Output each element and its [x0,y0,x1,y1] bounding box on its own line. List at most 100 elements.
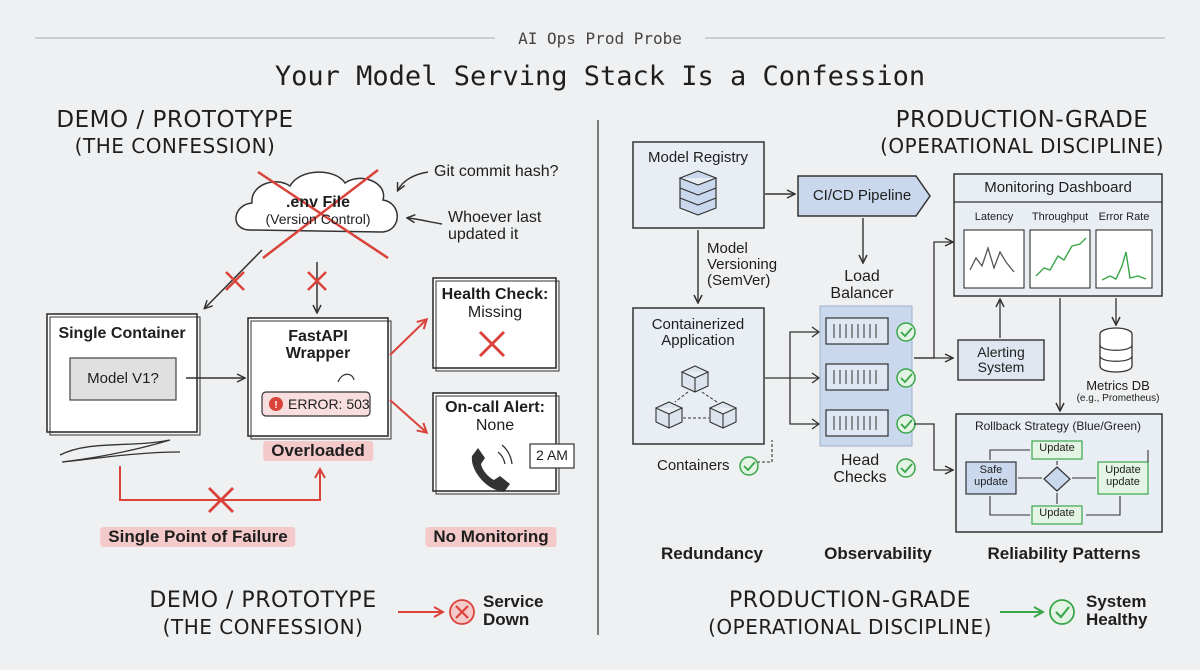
error-badge [261,391,371,417]
app-to-servers-arrows [765,331,818,425]
metric-error-rate: Error Rate [1098,211,1150,223]
scribble [59,439,181,463]
footer-left-sub: (THE CONFESSION) [162,615,364,639]
no-monitoring-label: No Monitoring [425,527,557,548]
containers-label: Containers [657,457,730,474]
footer-right-sub: (OPERATIONAL DISCIPLINE) [708,615,992,639]
metric-latency: Latency [974,211,1014,223]
health-cross [478,330,506,358]
metrics-db-label: Metrics DB [1086,378,1150,393]
right-subheading: (OPERATIONAL DISCIPLINE) [880,134,1164,158]
metrics-db-icon [1099,327,1133,373]
server-3 [825,409,889,437]
pillar-reliability: Reliability Patterns [987,544,1141,563]
phone-icon [471,448,510,492]
whoever-note: Whoever last updated it [448,209,542,244]
system-healthy-label: System Healthy [1086,592,1148,630]
spof-loop [119,466,320,501]
alerting-label: Alerting System [977,344,1025,376]
rb-safe: Safe update [974,464,1008,488]
rb-diamond [1043,466,1071,492]
svg-text:!: ! [274,400,277,411]
servers-to-rollback-arrow [914,423,952,470]
rb-update-right-box [1097,461,1149,495]
containers-dashed [757,440,773,463]
head-checks-label: Head Checks [833,452,887,487]
git-note: Git commit hash? [434,163,559,180]
left-heading: DEMO / PROTOTYPE [56,107,294,133]
pillar-redundancy: Redundancy [660,544,764,563]
head-check-icon [896,458,916,478]
rb-update-top-box [1031,440,1083,460]
footer-right-heading: PRODUCTION-GRADE [728,588,972,613]
oncall-title: On-call Alert: [445,399,545,416]
cross-x-2 [307,271,327,291]
server-checks [896,322,916,434]
rb-update-bottom-box [1031,505,1083,525]
health-check-box [432,277,557,369]
containerized-label: Containerized Application [651,316,745,350]
model-version-label: Model V1? [87,370,159,387]
fastapi-curl [337,373,355,383]
throughput-chart [1029,229,1091,289]
model-registry-label: Model Registry [647,149,749,166]
cube-left [654,401,684,429]
overloaded-label: Overloaded [263,441,373,462]
error-rate-line [1101,251,1147,281]
pillar-observability: Observability [824,544,932,563]
health-check-title: Health Check: [441,286,549,303]
rb-update-top: Update [1039,442,1075,454]
rb-safe-box [965,461,1017,495]
env-cross-2 [262,169,379,259]
service-down-label: Service Down [483,592,544,630]
rb-update-right: Update update [1105,464,1141,488]
cicd-label: CI/CD Pipeline [812,187,912,204]
right-heading: PRODUCTION-GRADE [895,107,1149,133]
git-note-arrow [398,171,429,190]
servers-to-monitoring-arrow [914,242,952,359]
latency-line [969,245,1015,273]
containers-check [739,456,759,476]
cicd-box [797,175,931,217]
oncall-value: None [475,417,515,434]
fastapi-label: FastAPI Wrapper [285,328,351,363]
server-1 [825,317,889,345]
footer-left-heading: DEMO / PROTOTYPE [149,588,377,613]
brand-label: AI Ops Prod Probe [518,29,682,48]
left-subheading: (THE CONFESSION) [74,134,276,158]
error-icon [269,397,283,411]
spof-cross [208,487,234,513]
rollback-title: Rollback Strategy (Blue/Green) [974,419,1142,433]
phone-waves [497,444,513,465]
metric-throughput: Throughput [1031,211,1089,223]
env-file-label: .env File [285,194,351,211]
model-versioning-label: Model Versioning (SemVer) [707,240,778,290]
rb-update-bottom: Update [1039,507,1075,519]
to-health-arrow [389,320,426,356]
latency-chart [963,229,1025,289]
metrics-db-sub: (e.g., Prometheus) [1076,393,1160,404]
cross-x-1 [225,271,245,291]
env-cross-1 [257,170,389,260]
error-label: ERROR: 503 [288,396,370,412]
throughput-line [1035,237,1087,277]
health-check-value: Missing [467,304,523,321]
whoever-note-arrow [408,218,443,225]
model-version-box [69,357,177,401]
registry-stack-icon [678,170,718,216]
cube-right [708,401,738,429]
alerting-box [957,339,1045,381]
server-2 [825,363,889,391]
to-oncall-arrow [389,399,426,432]
env-file-sub: (Version Control) [265,211,371,227]
system-healthy-icon [1049,599,1075,625]
load-balancer-label: Load Balancer [830,268,894,303]
cube-top [680,365,710,393]
time-badge [529,443,575,469]
single-container-label: Single Container [58,325,186,342]
oncall-box [432,392,557,492]
monitoring-dashboard-label: Monitoring Dashboard [984,179,1132,196]
page-title: Your Model Serving Stack Is a Confession [274,61,926,92]
